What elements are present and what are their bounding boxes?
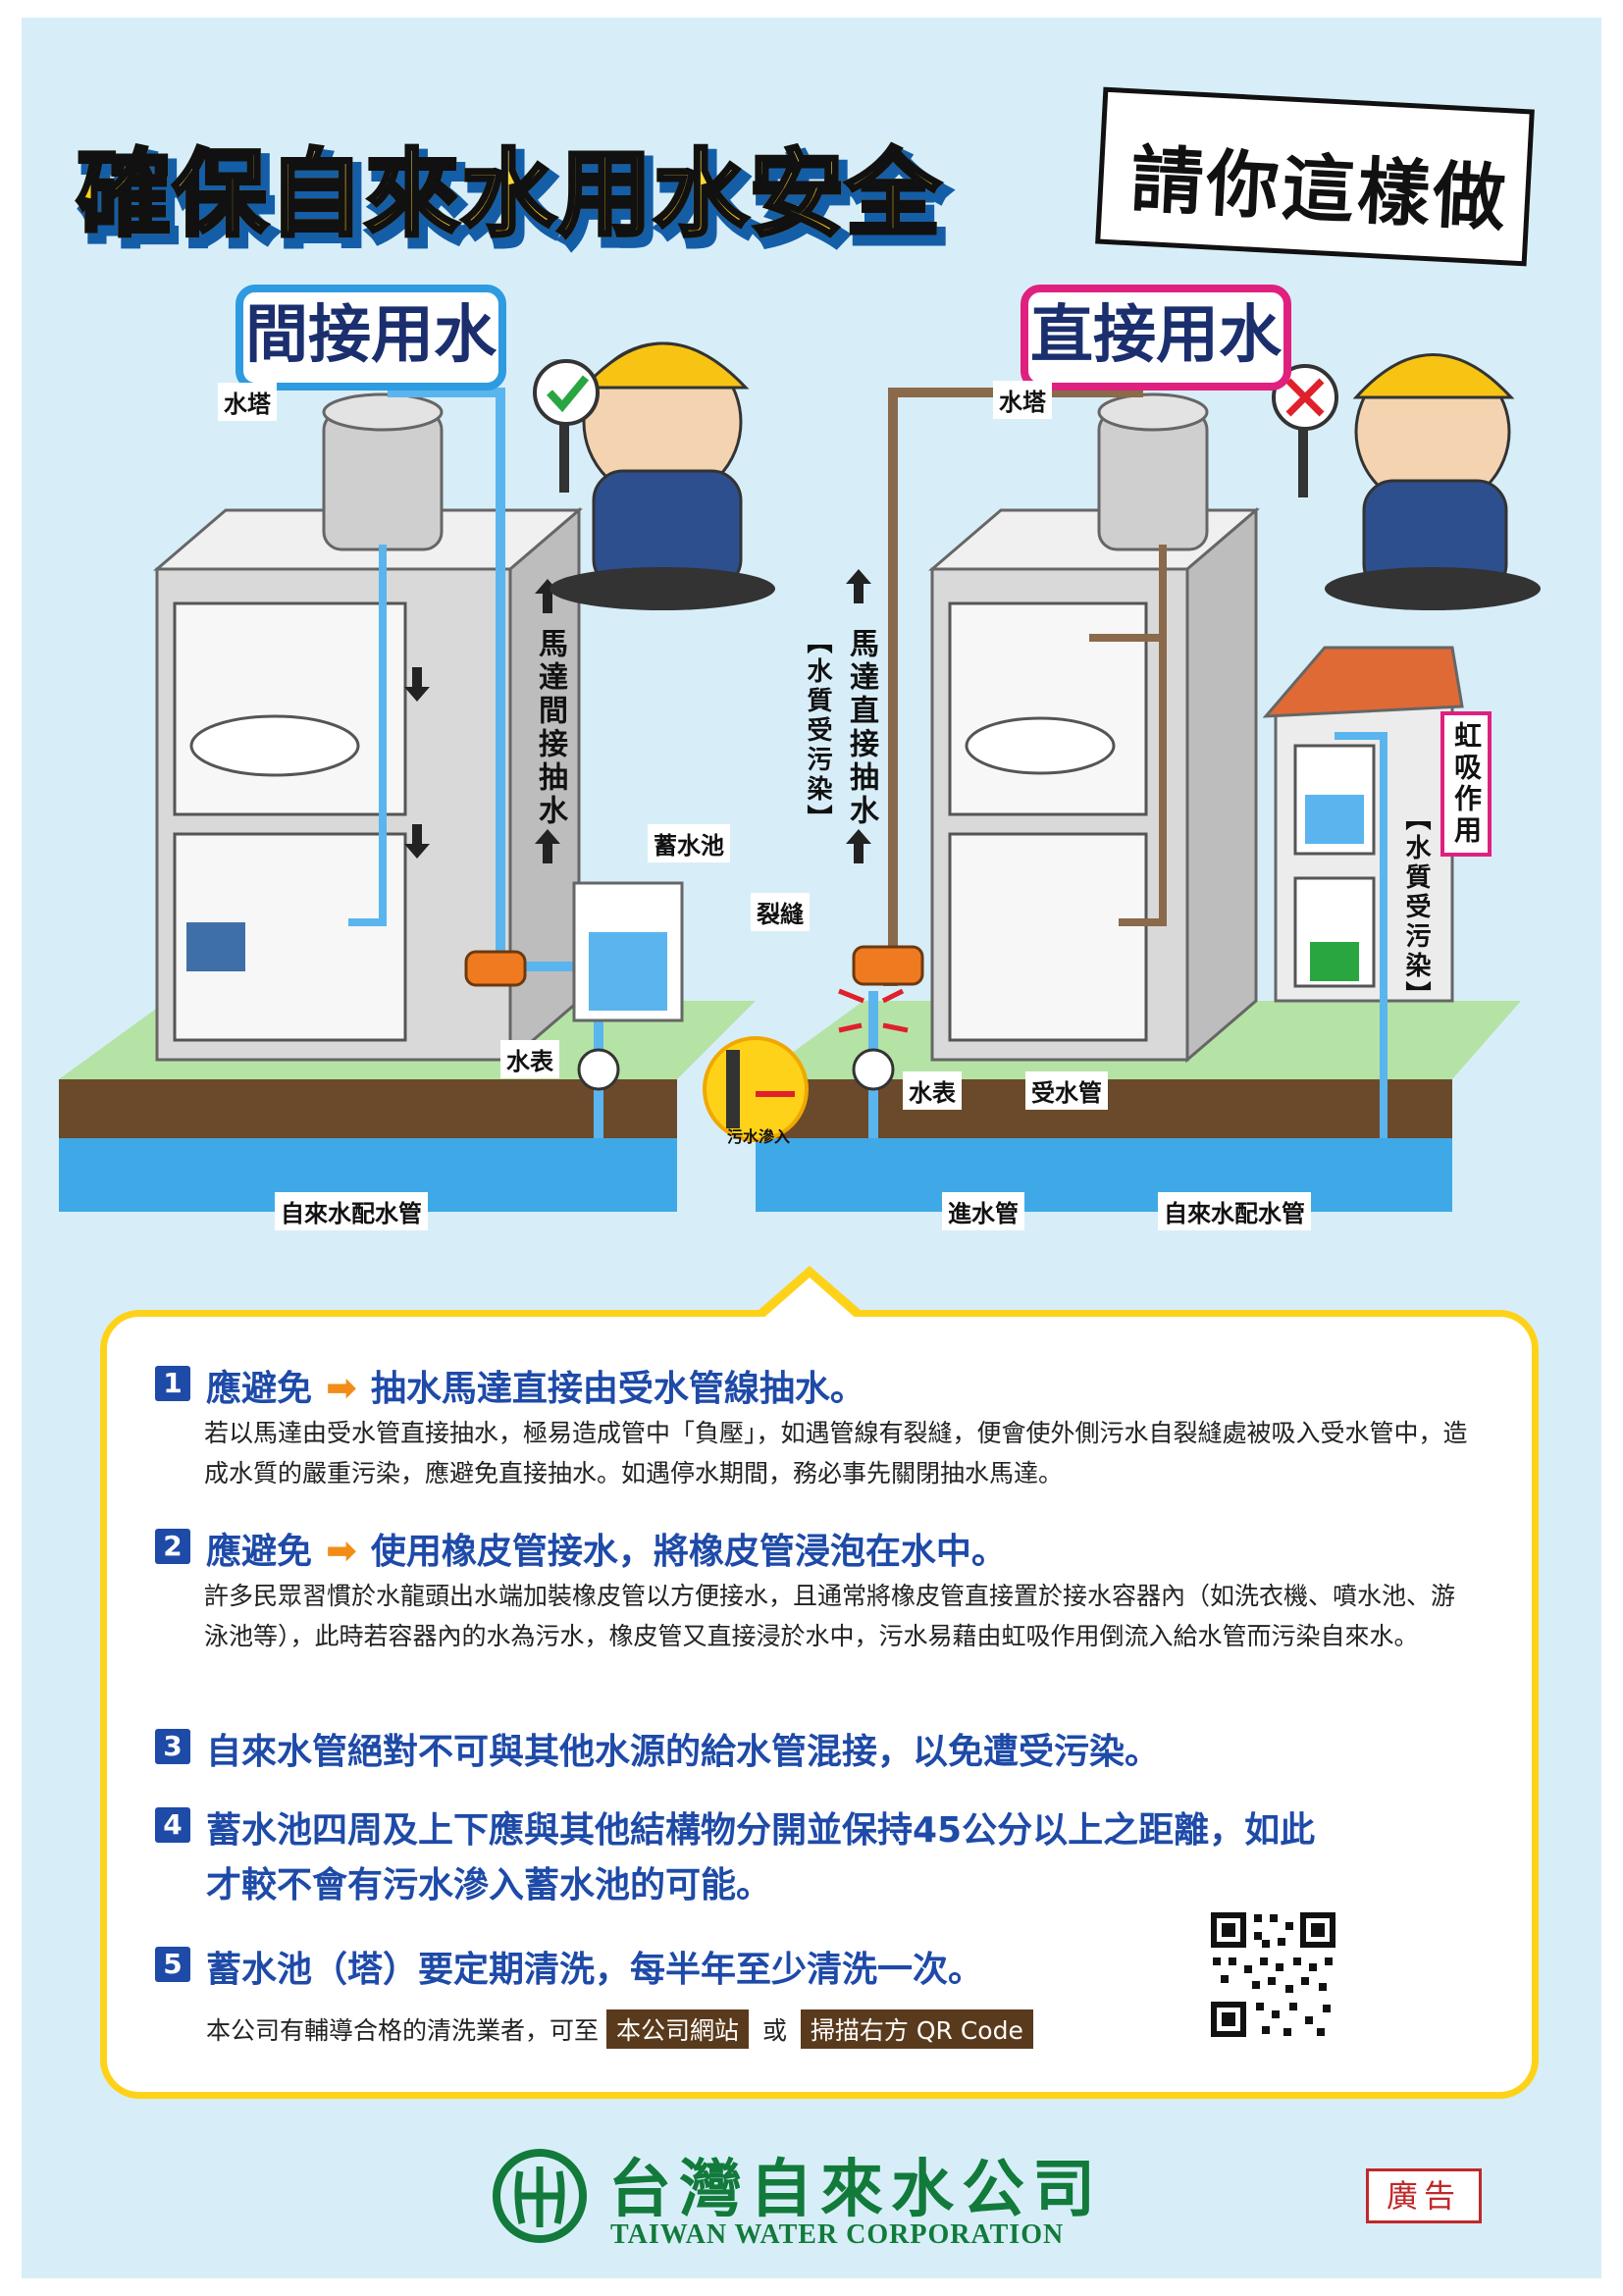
tip-4-heading: 蓄水池四周及上下應與其他結構物分開並保持45公分以上之距離，如此 — [206, 1810, 1316, 1851]
right-motor-text: 馬達直接抽水 — [844, 628, 878, 828]
left-water-tower — [322, 410, 444, 551]
page-title: 確保自來水用水安全 — [75, 118, 942, 254]
left-main-pipe-label: 自來水配水管 — [275, 1192, 428, 1230]
title-shadow: 確保自來水用水安全 — [78, 126, 951, 262]
service-pipe-label: 受水管 — [1025, 1071, 1108, 1110]
tip-1-number: 1 — [155, 1366, 190, 1401]
arrow-right-icon: ➡ — [326, 1529, 357, 1572]
tip-5-number: 5 — [155, 1947, 190, 1982]
company-website-link[interactable]: 本公司網站 — [605, 2009, 749, 2049]
tip-4-heading-line2: 才較不會有污水滲入蓄水池的可能。 — [206, 1865, 772, 1905]
box-tip-inner — [760, 1278, 859, 1321]
footnote-lead: 本公司有輔導合格的清洗業者，可至 — [206, 2016, 600, 2045]
right-contaminated-text: 【水質受污染】 — [803, 628, 832, 834]
qr-code[interactable] — [1207, 1908, 1339, 2041]
tip-2-detail: 許多民眾習慣於水龍頭出水端加裝橡皮管以方便接水，且通常將橡皮管直接置於接水容器內… — [204, 1582, 1456, 1650]
tip-5-heading: 蓄水池（塔）要定期清洗，每半年至少清洗一次。 — [206, 1950, 984, 1990]
right-meter-label: 水表 — [903, 1071, 962, 1110]
tip-3-number: 3 — [155, 1729, 190, 1764]
footnote: 本公司有輔導合格的清洗業者，可至 本公司網站 或 掃描右方 QR Code — [206, 2009, 1033, 2049]
left-meter — [577, 1048, 620, 1091]
right-main-pipe-label: 自來水配水管 — [1158, 1192, 1311, 1230]
left-motor — [464, 950, 527, 987]
tip-2-prefix: 應避免 — [206, 1532, 313, 1572]
tip-2-text: 使用橡皮管接水，將橡皮管浸泡在水中。 — [370, 1532, 1007, 1572]
left-panel-label: 間接用水 — [236, 285, 506, 391]
inlet-pipe-label: 進水管 — [942, 1192, 1024, 1230]
footnote-or: 或 — [761, 2016, 787, 2045]
check-sign-icon — [533, 359, 600, 426]
left-meter-label: 水表 — [500, 1040, 559, 1078]
illustration — [59, 341, 1541, 1212]
company-logo-icon — [493, 2149, 587, 2243]
seep-label: 污水滲入 — [727, 1127, 791, 1146]
reservoir-label: 蓄水池 — [648, 824, 730, 862]
left-tower-label: 水塔 — [218, 383, 277, 421]
left-soil — [59, 1079, 677, 1138]
arrow-right-icon: ➡ — [326, 1366, 357, 1409]
right-water-tower — [1097, 410, 1209, 551]
tip-2-number: 2 — [155, 1529, 190, 1564]
company-name-en: TAIWAN WATER CORPORATION — [610, 2219, 1065, 2250]
right-contaminated-text-2: 【水質受污染】 — [1401, 805, 1431, 1011]
tip-1-heading: 應避免 ➡ 抽水馬達直接由受水管線抽水。 — [206, 1360, 865, 1411]
company-name-cn: 台灣自來水公司 — [608, 2153, 1103, 2226]
left-main-water — [59, 1138, 677, 1212]
crack-label: 裂縫 — [751, 893, 810, 931]
tip-1-detail: 若以馬達由受水管直接抽水，極易造成管中「負壓」，如遇管線有裂縫，便會使外側污水自… — [204, 1419, 1468, 1487]
left-motor-text: 馬達間接抽水 — [533, 628, 567, 828]
right-motor — [852, 945, 924, 986]
left-bathroom — [173, 601, 407, 816]
siphon-label: 虹吸作用 — [1440, 711, 1492, 857]
tip-2-heading: 應避免 ➡ 使用橡皮管接水，將橡皮管浸泡在水中。 — [206, 1523, 1007, 1574]
tip-3-heading: 自來水管絕對不可與其他水源的給水管混接，以免遭受污染。 — [206, 1732, 1161, 1772]
ad-label: 廣告 — [1366, 2168, 1482, 2223]
tip-1-prefix: 應避免 — [206, 1369, 313, 1409]
tip-4-number: 4 — [155, 1807, 190, 1843]
right-tower-label: 水塔 — [993, 381, 1052, 419]
right-main-water — [756, 1138, 1452, 1212]
left-supply-pipe — [388, 388, 505, 966]
scan-qr-tag: 掃描右方 QR Code — [800, 2009, 1033, 2049]
tip-1-text: 抽水馬達直接由受水管線抽水。 — [370, 1369, 865, 1409]
right-panel-label: 直接用水 — [1021, 285, 1291, 391]
